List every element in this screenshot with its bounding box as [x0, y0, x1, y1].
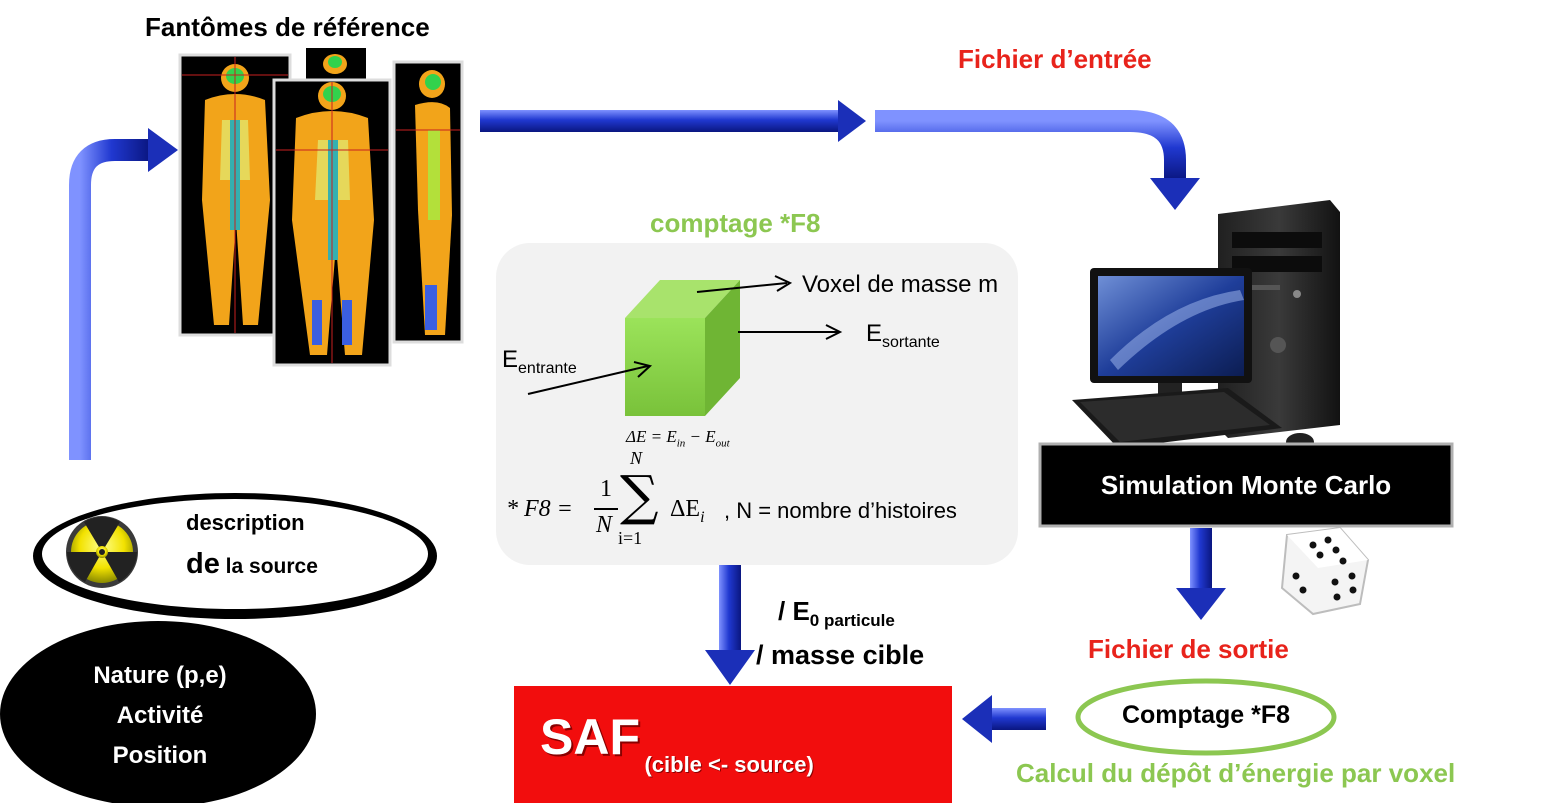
delta-e-main: ΔE = E: [626, 427, 677, 446]
delta-e-formula: ΔE = Ein − Eout: [626, 427, 730, 449]
voxel-cube: [625, 280, 740, 416]
phantom-images: [178, 48, 464, 367]
tally-title: comptage *F8: [650, 208, 821, 238]
f8-frac-bar: [594, 508, 618, 510]
output-tally-label: Comptage *F8: [1121, 701, 1291, 729]
saf-subscript: (cible <- source): [644, 752, 814, 777]
arrow-output-to-saf: [962, 695, 1046, 743]
f8-frac-den: N: [596, 512, 613, 538]
arrow-input-to-computer: [875, 110, 1200, 210]
output-tally-ellipse: [1075, 678, 1337, 756]
saf-box: [514, 686, 952, 803]
per-energy-label: / E0 particule: [778, 596, 895, 631]
phantoms-title: Fantômes de référence: [145, 12, 430, 42]
voxel-mass-label: Voxel de masse m: [802, 271, 999, 298]
simulation-box: [1038, 442, 1454, 528]
delta-e-out-sub: out: [715, 437, 730, 450]
f8-prefix: * F8 =: [506, 496, 573, 522]
simulation-label: Simulation Monte Carlo: [1100, 469, 1392, 500]
f8-term-main: ΔE: [670, 496, 701, 522]
source-desc-line2: de la source: [186, 548, 318, 581]
saf-main: SAF: [540, 709, 640, 765]
sum-symbol: ∑: [620, 464, 659, 527]
per-energy-subscript: 0 particule: [809, 611, 895, 631]
per-mass-label: / masse cible: [756, 640, 925, 670]
f8-formula: * F8 = 1 N N ∑ i=1 ΔEi , N = nombre d’hi…: [506, 448, 1011, 566]
f8-frac-num: 1: [600, 476, 612, 502]
source-nature: Nature (p,e): [93, 662, 227, 689]
e-out-symbol: E: [866, 320, 883, 347]
input-file-label: Fichier d’entrée: [958, 44, 1152, 74]
e-in-symbol: E: [502, 346, 519, 373]
arrow-simulation-to-output: [1176, 528, 1226, 620]
source-properties: Nature (p,e) Activité Position: [60, 656, 260, 776]
e-in-label: Eentrante: [502, 346, 577, 378]
per-energy-main: / E: [778, 596, 810, 626]
f8-term-sub: i: [700, 508, 705, 526]
delta-e-in-sub: in: [676, 437, 686, 450]
arrow-source-to-phantoms: [69, 128, 178, 460]
delta-e-minus: − E: [685, 427, 716, 446]
f8-sum-bottom: i=1: [618, 528, 643, 548]
source-desc-line1: description: [186, 510, 305, 535]
e-out-subscript: sortante: [882, 333, 940, 351]
f8-sum-top: N: [630, 448, 643, 468]
cube-arrows: [527, 275, 843, 395]
f8-suffix: , N = nombre d’histoires: [724, 498, 957, 523]
radiation-icon: [66, 516, 138, 588]
source-white-ellipse: [33, 493, 437, 619]
output-file-label: Fichier de sortie: [1088, 634, 1289, 664]
source-activity: Activité: [116, 702, 204, 729]
deposit-calc-label: Calcul du dépôt d’énergie par voxel: [1016, 758, 1456, 788]
arrow-panel-to-saf: [705, 565, 755, 685]
source-black-ellipse: [0, 621, 316, 803]
source-desc-de: de: [186, 548, 220, 580]
f8-term: ΔEi: [670, 496, 705, 527]
arrow-phantoms-to-input: [480, 100, 866, 142]
source-position: Position: [112, 742, 208, 769]
saf-label: SAF (cible <- source): [540, 708, 814, 777]
source-desc-rest: la source: [219, 555, 318, 578]
e-in-subscript: entrante: [518, 359, 577, 377]
computer-icon: [1072, 200, 1340, 451]
e-out-label: Esortante: [866, 320, 940, 352]
dice-icon: [1280, 526, 1370, 616]
